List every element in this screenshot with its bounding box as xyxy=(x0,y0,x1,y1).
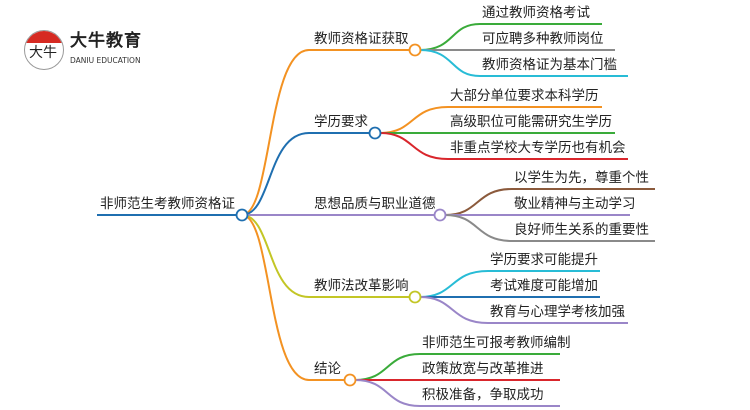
leaf-node[interactable]: 教育与心理学考核加强 xyxy=(490,304,625,320)
leaf-node[interactable]: 可应聘多种教师岗位 xyxy=(482,31,604,47)
branch-line xyxy=(241,214,410,298)
branch-line xyxy=(241,132,370,216)
leaf-node[interactable]: 良好师生关系的重要性 xyxy=(514,222,649,238)
leaf-node[interactable]: 以学生为先，尊重个性 xyxy=(514,170,649,186)
leaf-node[interactable]: 考试难度可能增加 xyxy=(490,278,598,294)
leaf-line xyxy=(354,353,560,381)
branch-line xyxy=(241,214,345,381)
leaf-line xyxy=(419,23,602,51)
leaf-node[interactable]: 敬业精神与主动学习 xyxy=(514,196,636,212)
leaf-node[interactable]: 学历要求可能提升 xyxy=(490,252,598,268)
leaf-line xyxy=(444,214,655,242)
root-collapse-toggle[interactable] xyxy=(235,208,249,222)
leaf-line xyxy=(419,270,600,298)
branch-collapse-toggle[interactable] xyxy=(408,290,422,304)
leaf-line xyxy=(379,106,602,134)
branch-node[interactable]: 教师法改革影响 xyxy=(314,278,409,294)
leaf-node[interactable]: 高级职位可能需研究生学历 xyxy=(450,114,612,130)
branch-node[interactable]: 思想品质与职业道德 xyxy=(314,196,436,212)
leaf-node[interactable]: 非师范生可报考教师编制 xyxy=(422,335,571,351)
logo-subtext: DANIU EDUCATION xyxy=(70,56,141,65)
branch-line xyxy=(241,49,410,216)
branch-node[interactable]: 学历要求 xyxy=(314,114,368,130)
leaf-node[interactable]: 通过教师资格考试 xyxy=(482,5,590,21)
logo: 大牛 大牛教育 DANIU EDUCATION xyxy=(22,28,182,73)
leaf-node[interactable]: 政策放宽与改革推进 xyxy=(422,361,544,377)
leaf-line xyxy=(444,188,655,216)
leaf-line xyxy=(419,49,628,77)
leaf-line xyxy=(379,132,628,160)
branch-node[interactable]: 教师资格证获取 xyxy=(314,31,409,47)
leaf-node[interactable]: 大部分单位要求本科学历 xyxy=(450,88,599,104)
leaf-node[interactable]: 积极准备，争取成功 xyxy=(422,387,544,403)
leaf-node[interactable]: 教师资格证为基本门槛 xyxy=(482,57,617,73)
logo-text: 大牛教育 xyxy=(70,31,142,51)
branch-collapse-toggle[interactable] xyxy=(408,43,422,57)
leaf-line xyxy=(419,296,628,324)
leaf-node[interactable]: 非重点学校大专学历也有机会 xyxy=(450,140,626,156)
logo-icon: 大牛 xyxy=(24,30,64,70)
branch-node[interactable]: 结论 xyxy=(314,361,341,377)
root-node[interactable]: 非师范生考教师资格证 xyxy=(100,196,235,212)
branch-collapse-toggle[interactable] xyxy=(343,373,357,387)
branch-collapse-toggle[interactable] xyxy=(433,208,447,222)
leaf-line xyxy=(354,379,560,407)
branch-collapse-toggle[interactable] xyxy=(368,126,382,140)
